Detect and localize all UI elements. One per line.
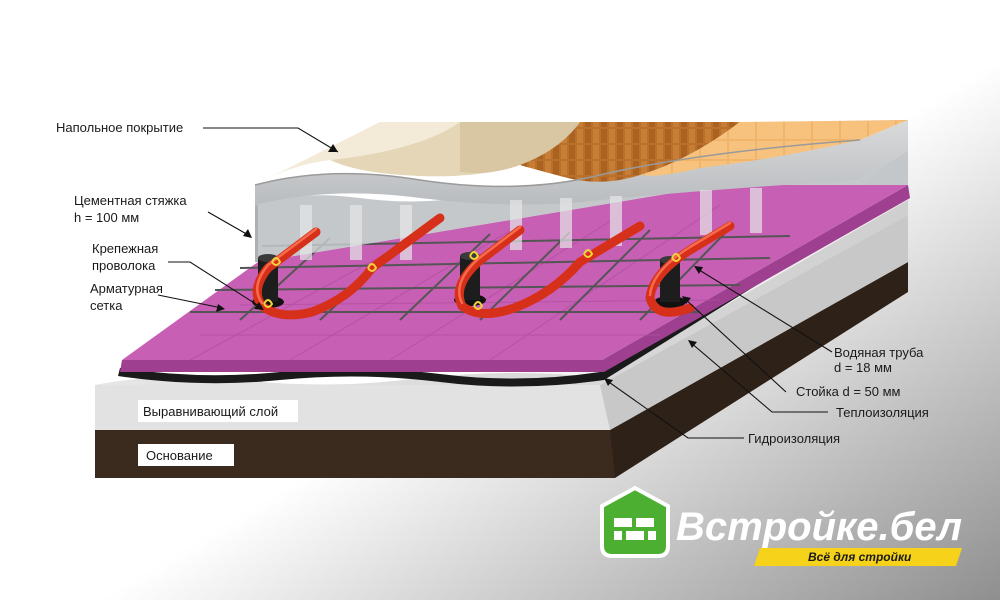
label-waterproofing: Гидроизоляция: [748, 431, 840, 446]
brand-name: Встройке.бел: [676, 505, 962, 549]
label-leveling-layer: Выравнивающий слой: [143, 404, 278, 419]
label-cement-screed: Цементная стяжка: [74, 193, 187, 208]
label-insulation: Теплоизоляция: [836, 405, 929, 420]
label-cement-screed-height: h = 100 мм: [74, 210, 139, 225]
fastening-wire-ties: [263, 249, 682, 310]
brand-tagline-banner: [754, 548, 962, 566]
label-floor-covering: Напольное покрытие: [56, 120, 183, 135]
label-fastening-wire: Крепежная: [92, 241, 158, 256]
brand-logo: Встройке.бел Всё для стройки: [600, 485, 962, 566]
label-post: Стойка d = 50 мм: [796, 384, 901, 399]
brand-tagline: Всё для стройки: [808, 550, 912, 564]
label-leveling-box: [138, 400, 298, 422]
label-base-box: [138, 444, 234, 466]
label-fastening-wire-2: проволока: [92, 258, 156, 273]
floor-covering: [254, 120, 908, 188]
label-water-pipe-diameter: d = 18 мм: [834, 360, 892, 375]
water-pipe-highlight: [255, 221, 732, 305]
label-water-pipe: Водяная труба: [834, 345, 924, 360]
label-reinforcement-mesh: Арматурная: [90, 281, 163, 296]
brick-house-icon: [600, 485, 670, 558]
label-base: Основание: [146, 448, 213, 463]
label-reinforcement-mesh-2: сетка: [90, 298, 123, 313]
leader-lines: [157, 127, 833, 439]
